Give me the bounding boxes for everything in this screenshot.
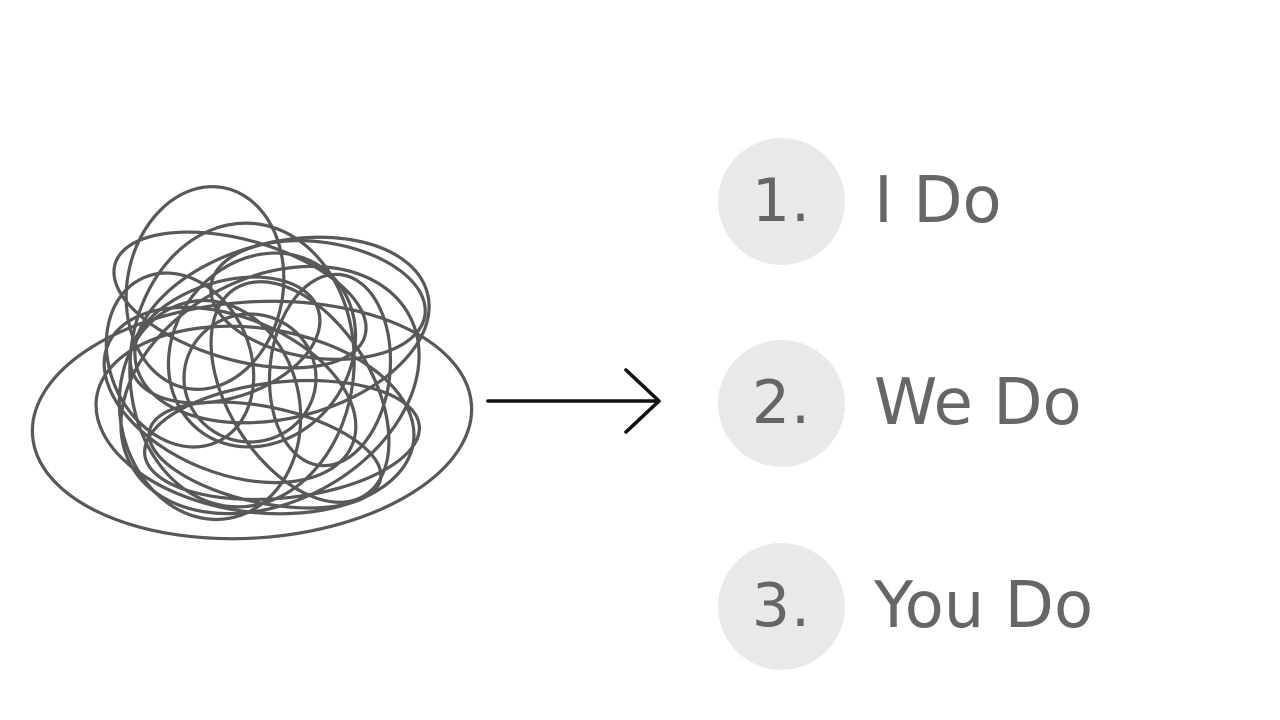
step-item-1: 1. I Do xyxy=(718,138,1238,266)
step-number: 1. xyxy=(751,166,812,236)
tangled-scribble-icon xyxy=(30,185,474,541)
step-number-circle xyxy=(718,138,845,265)
right-arrow-icon xyxy=(486,368,661,434)
step-number-circle xyxy=(718,543,845,670)
step-item-2: 2. We Do xyxy=(718,340,1238,468)
step-label: We Do xyxy=(874,366,1082,440)
step-number: 2. xyxy=(751,368,812,438)
step-number-circle xyxy=(718,340,845,467)
step-label: You Do xyxy=(874,569,1094,643)
step-label: I Do xyxy=(874,164,1002,238)
step-item-3: 3. You Do xyxy=(718,543,1238,671)
step-number: 3. xyxy=(751,571,812,641)
